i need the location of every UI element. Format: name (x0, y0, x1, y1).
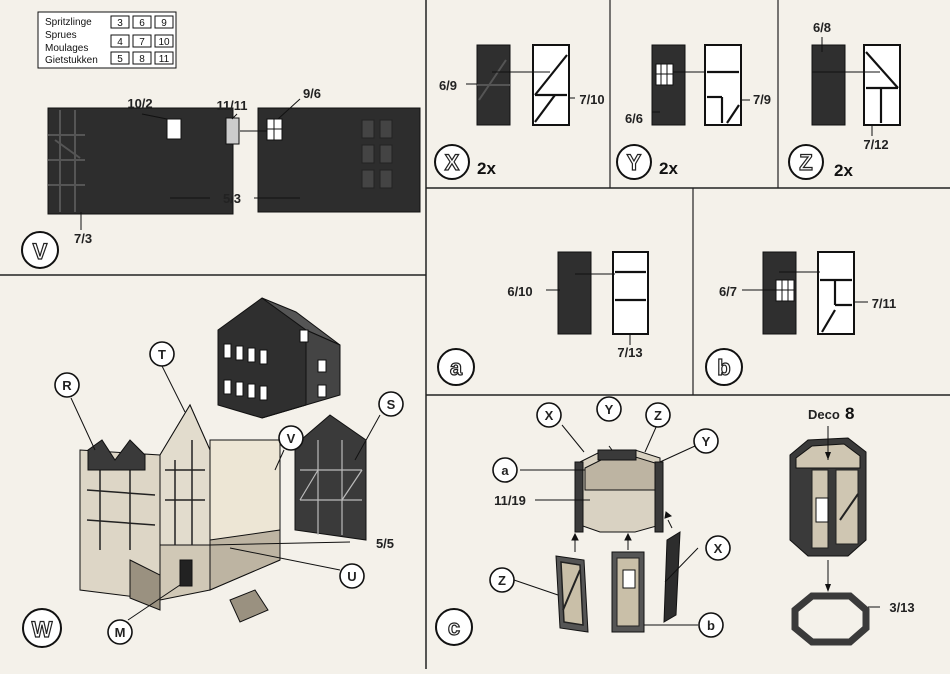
part-marker-letter: S (387, 397, 396, 412)
sprue-number: 7 (139, 37, 145, 48)
sprue-row-name: Gietstukken (45, 55, 98, 66)
sprue-number: 9 (161, 18, 167, 29)
sprue-row-name: Spritzlinge (45, 17, 92, 28)
part-label: 11/11 (216, 98, 247, 113)
window-piece-loose (226, 118, 239, 144)
part-label: 7/10 (579, 92, 604, 107)
section-v: 10/2 11/11 9/6 5/3 7/3 V (22, 86, 420, 268)
part-marker-letter: T (158, 347, 166, 362)
sprue-number: 11 (159, 54, 170, 65)
part-marker-letter: Z (654, 408, 662, 423)
sprue-number: 5 (117, 54, 123, 65)
door-piece (167, 119, 181, 139)
part-label: 8 (845, 404, 854, 423)
part-label: 7/12 (863, 137, 888, 152)
part-marker-letter: X (714, 541, 723, 556)
part-label: 6/8 (813, 20, 831, 35)
part-marker-letter: R (62, 378, 72, 393)
section-letter: b (717, 355, 730, 380)
part-label: 11/19 (494, 493, 526, 508)
part-label: 5/3 (223, 191, 241, 206)
section-letter: a (450, 355, 463, 380)
part-label: 7/11 (872, 296, 897, 311)
part-marker-letter: Y (605, 402, 614, 417)
section-c: X Y Z Y a 11/19 X Z b Deco 8 3/13 c (436, 397, 915, 645)
section-z: 6/8 7/12 Z 2x (789, 20, 900, 180)
part-marker-letter: X (545, 408, 554, 423)
section-x: 6/9 7/10 X 2x (435, 45, 605, 179)
part-marker-letter: U (347, 569, 356, 584)
section-letter: W (32, 617, 53, 642)
part-label: 5/5 (376, 536, 394, 551)
part-label: 10/2 (127, 96, 152, 111)
section-w: R T V S U M 5/5 W (23, 298, 403, 647)
section-letter: Z (799, 150, 812, 175)
part-marker-letter: Y (702, 434, 711, 449)
section-letter: X (445, 150, 460, 175)
quantity-label: 2x (834, 161, 853, 180)
part-label: 3/13 (889, 600, 914, 615)
section-letter: c (448, 615, 460, 640)
part-label: 7/13 (617, 345, 642, 360)
sprue-number: 10 (158, 37, 170, 48)
section-b: 6/7 7/11 b (706, 252, 896, 385)
sprue-row-name: Sprues (45, 30, 77, 41)
section-letter: V (33, 239, 48, 264)
part-label: Deco (808, 407, 840, 422)
part-label: 6/6 (625, 111, 643, 126)
section-y: 6/6 7/9 Y 2x (617, 45, 771, 179)
sprue-row-name: Moulages (45, 43, 88, 54)
sprue-table: Spritzlinge Sprues Moulages Gietstukken … (38, 12, 176, 68)
quantity-label: 2x (477, 159, 496, 178)
part-label: 6/7 (719, 284, 737, 299)
section-a: 6/10 7/13 a (438, 252, 648, 385)
part-label: 6/9 (439, 78, 457, 93)
sprue-number: 3 (117, 18, 123, 29)
part-label: 9/6 (303, 86, 321, 101)
part-marker-letter: V (287, 431, 296, 446)
part-marker-letter: b (707, 618, 715, 633)
part-marker-letter: Z (498, 573, 506, 588)
sprue-number: 4 (117, 37, 123, 48)
sprue-number: 8 (139, 54, 145, 65)
part-label: 7/9 (753, 92, 771, 107)
part-marker-letter: M (115, 625, 126, 640)
section-letter: Y (627, 150, 642, 175)
quantity-label: 2x (659, 159, 678, 178)
part-label: 6/10 (507, 284, 532, 299)
part-label: 7/3 (74, 231, 92, 246)
part-marker-letter: a (501, 463, 509, 478)
sprue-number: 6 (139, 18, 145, 29)
